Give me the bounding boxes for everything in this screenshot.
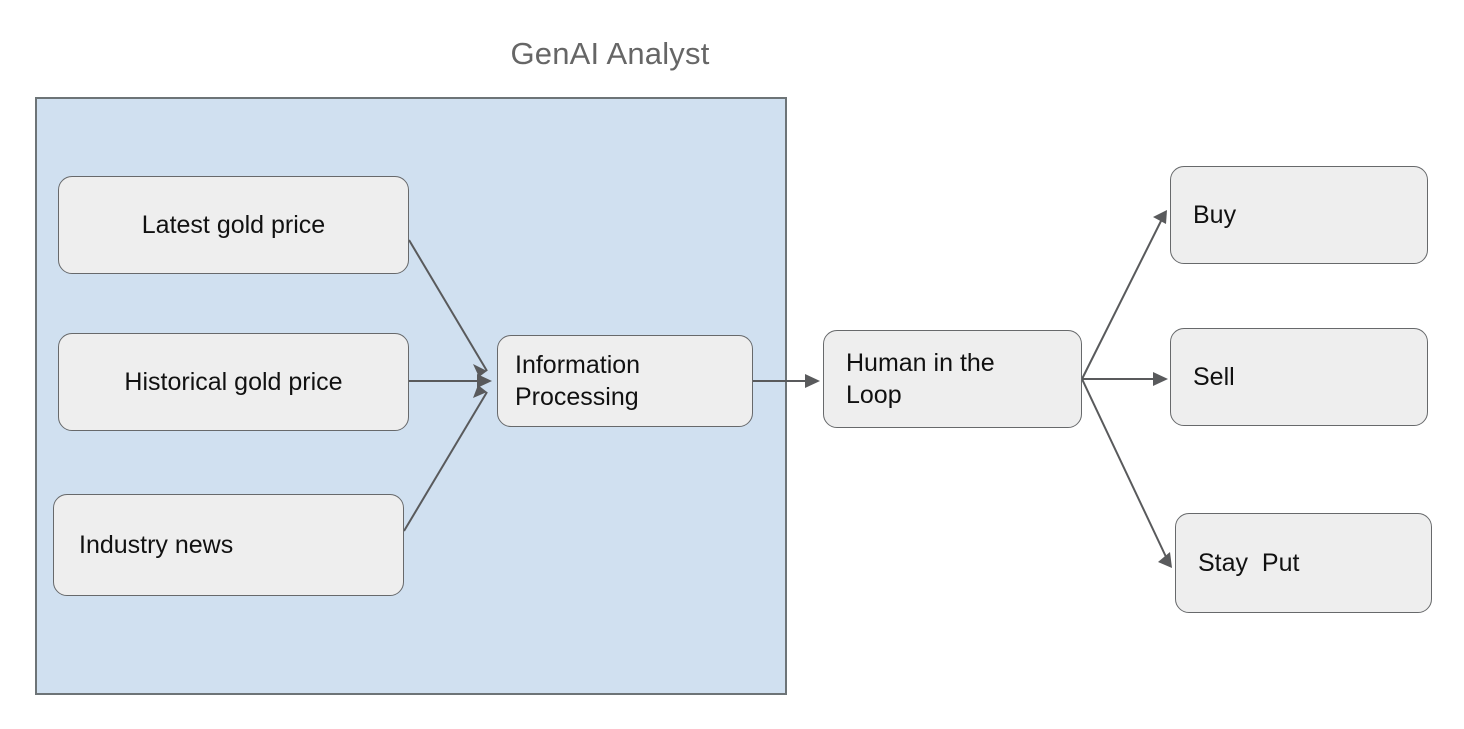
node-human-in-the-loop[interactable]: Human in the Loop (823, 330, 1082, 428)
node-historical-gold-price[interactable]: Historical gold price (58, 333, 409, 431)
node-information-processing-label: Information Processing (515, 351, 641, 411)
page-title: GenAI Analyst (510, 36, 710, 71)
node-latest-gold-price[interactable]: Latest gold price (58, 176, 409, 274)
node-stay-put[interactable]: Stay Put (1175, 513, 1432, 613)
node-stay-put-label: Stay Put (1198, 549, 1300, 577)
node-buy-label: Buy (1193, 201, 1237, 229)
node-buy[interactable]: Buy (1170, 166, 1428, 264)
node-sell[interactable]: Sell (1170, 328, 1428, 426)
node-information-processing[interactable]: Information Processing (497, 335, 753, 427)
node-industry-news-label: Industry news (79, 531, 234, 559)
node-industry-news[interactable]: Industry news (53, 494, 404, 596)
node-historical-gold-price-label: Historical gold price (124, 368, 343, 396)
node-latest-gold-price-label: Latest gold price (141, 211, 326, 239)
edge-human-to-buy (1081, 210, 1167, 380)
edge-human-to-sell (1082, 372, 1168, 386)
node-sell-label: Sell (1193, 363, 1235, 391)
node-human-in-the-loop-label: Human in the Loop (846, 349, 995, 409)
edge-human-to-stayput (1081, 378, 1172, 568)
